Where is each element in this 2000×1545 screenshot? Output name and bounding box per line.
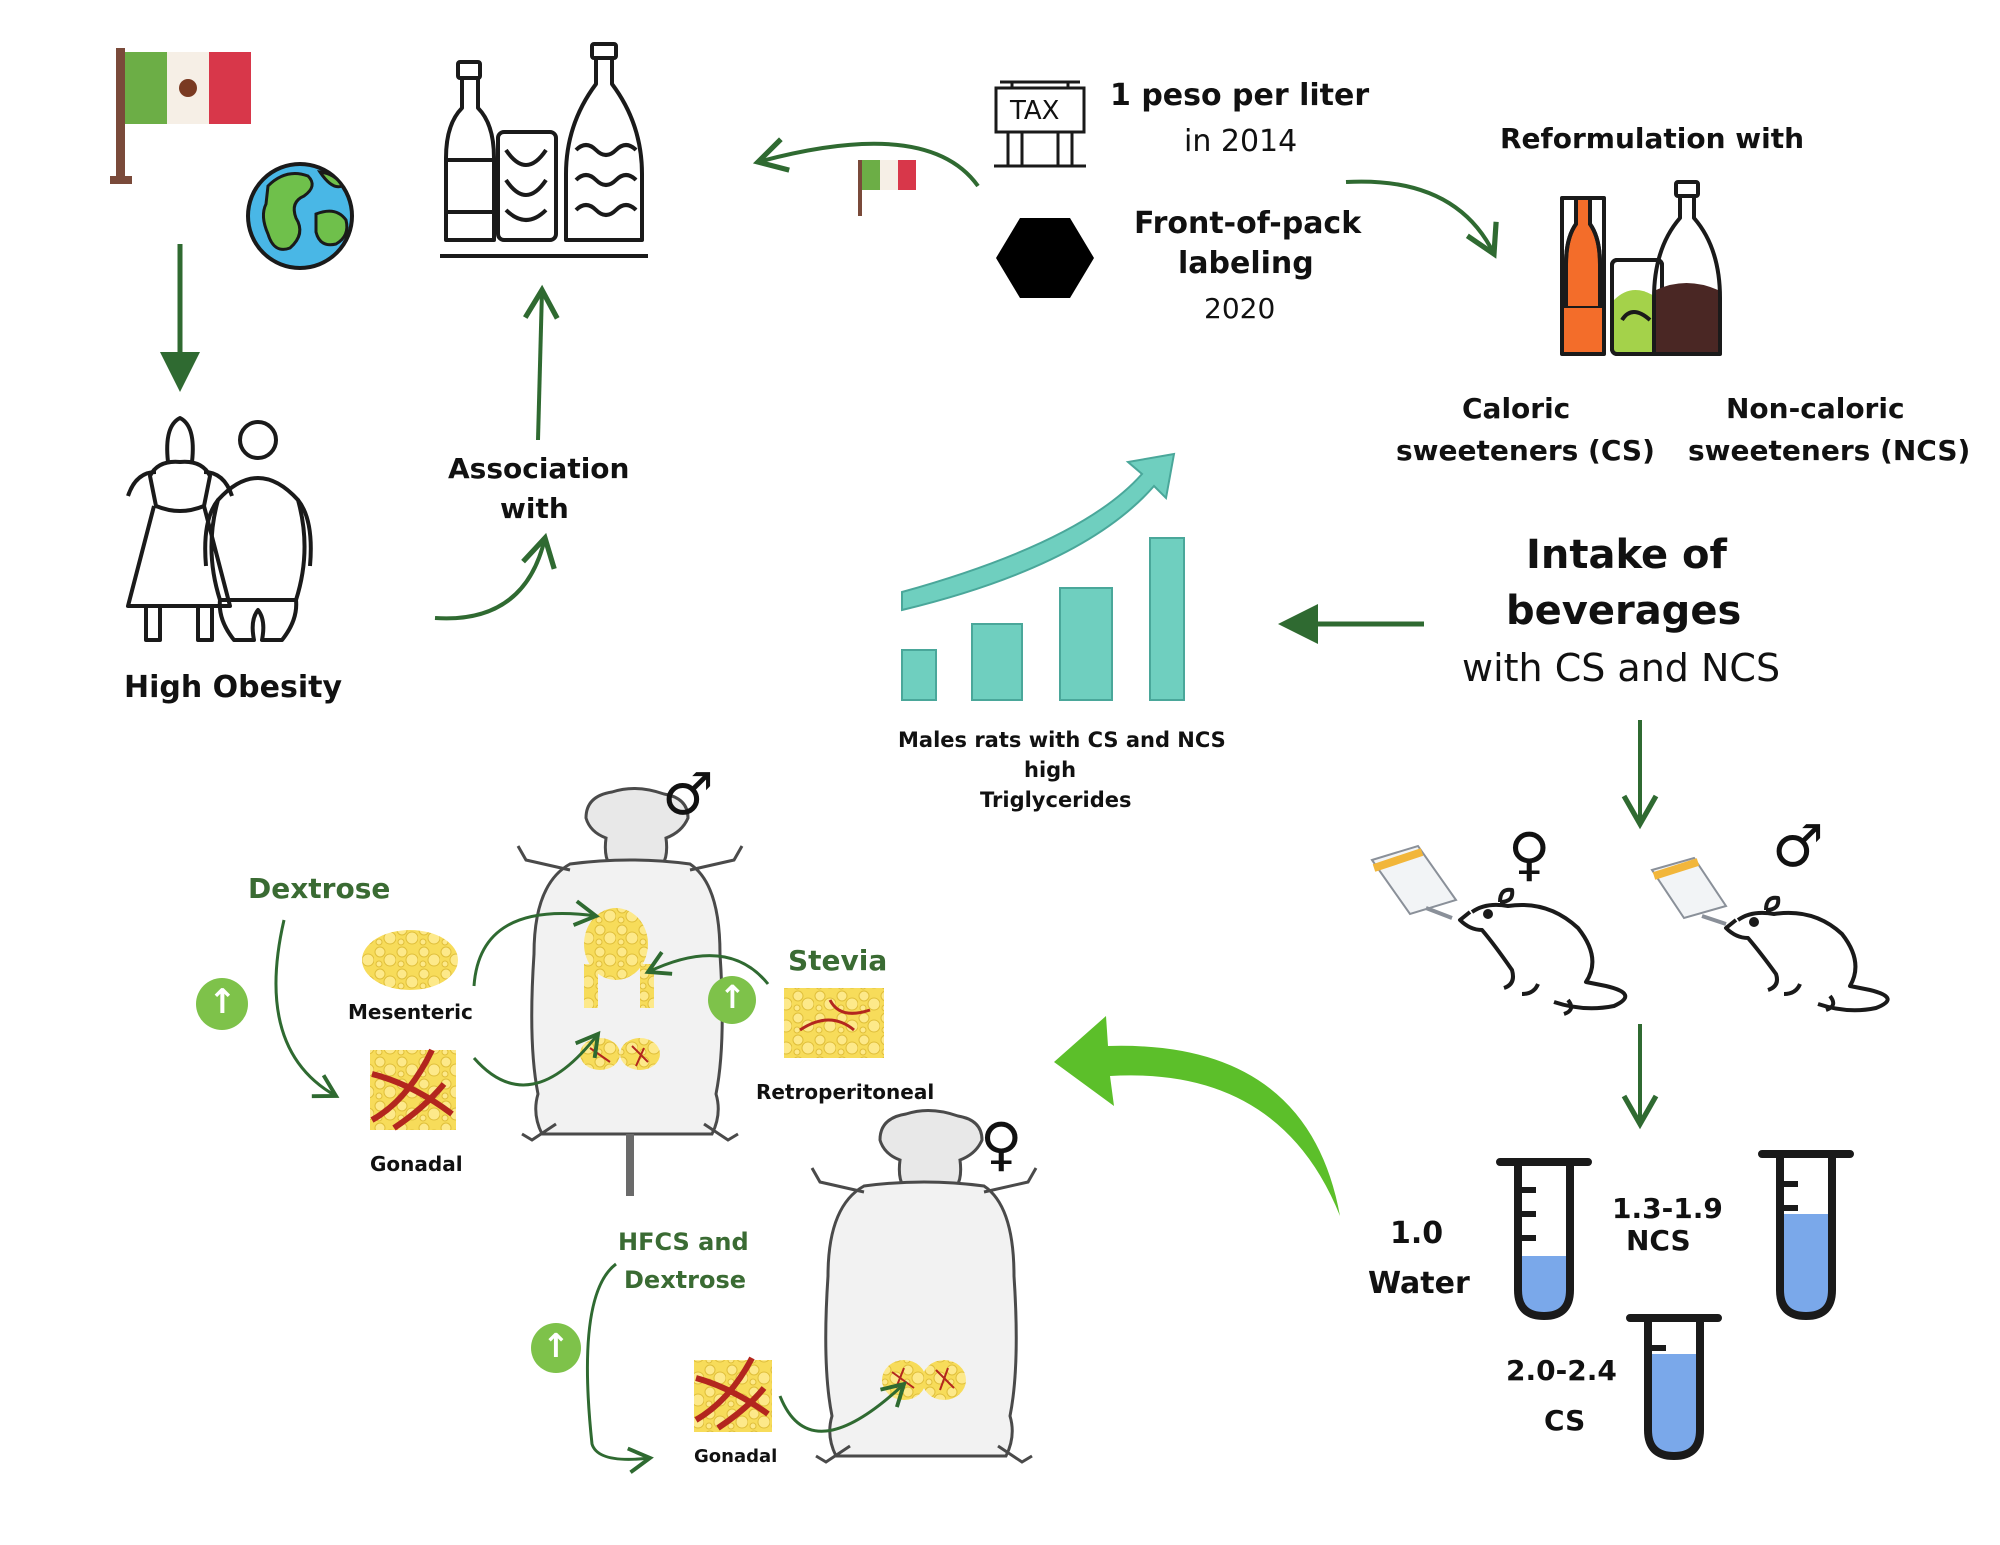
non-caloric-sweeteners-line1: Non-caloric bbox=[1726, 392, 1905, 425]
female-rat-icon bbox=[1458, 887, 1628, 1016]
cs-tube-icon bbox=[1626, 1314, 1722, 1461]
up-arrow-dextrose: ↑ bbox=[208, 982, 237, 1022]
obese-couple-icon bbox=[126, 416, 313, 642]
male-rat-bottle-icon bbox=[1650, 856, 1728, 926]
caloric-sweeteners-line2: sweeteners (CS) bbox=[1396, 434, 1655, 467]
arrow-dextrose-to-gonadal bbox=[274, 919, 340, 1099]
arrow-mesenteric-to-rat bbox=[472, 899, 600, 987]
association-line2: with bbox=[500, 492, 569, 525]
arrow-female-gonadal-to-rat bbox=[778, 1381, 907, 1433]
reformulated-drinks-icon bbox=[1560, 180, 1722, 356]
increase-icon-stevia bbox=[708, 976, 756, 1024]
globe-icon bbox=[246, 162, 354, 270]
water-value-label: 1.0 bbox=[1390, 1216, 1444, 1251]
male-symbol-top: ♂ bbox=[1772, 812, 1824, 880]
mesenteric-fat-tissue-icon bbox=[362, 930, 458, 990]
female-gonadal-label: Gonadal bbox=[694, 1446, 778, 1467]
reformulation-title: Reformulation with bbox=[1500, 122, 1805, 155]
intake-line1: Intake of bbox=[1526, 532, 1727, 578]
hfcs-label-line2: Dextrose bbox=[624, 1266, 747, 1294]
arrow-policy-to-drinks bbox=[752, 137, 980, 188]
retroperitoneal-fat-tissue-icon bbox=[784, 988, 884, 1058]
water-tube-icon bbox=[1496, 1158, 1592, 1321]
intake-line2: beverages bbox=[1506, 588, 1742, 634]
hfcs-label-line1: HFCS and bbox=[618, 1228, 749, 1256]
arrow-results-big bbox=[1054, 1016, 1340, 1216]
stevia-label: Stevia bbox=[788, 944, 888, 977]
mesenteric-label: Mesenteric bbox=[348, 1000, 473, 1024]
arrow-gonadal-to-rat bbox=[472, 1030, 601, 1087]
female-symbol-anatomy: ♀ bbox=[980, 1110, 1023, 1178]
arrow-to-reformulation bbox=[1345, 179, 1499, 259]
male-gonadal-fat-tissue-icon bbox=[370, 1048, 456, 1131]
arrow-association-to-drinks bbox=[523, 284, 560, 441]
males-result-line2: high bbox=[1024, 758, 1077, 782]
cs-group-label: CS bbox=[1544, 1404, 1586, 1437]
up-arrow-stevia: ↑ bbox=[719, 978, 746, 1016]
males-result-line3: Triglycerides bbox=[980, 788, 1132, 812]
association-line1: Association bbox=[448, 452, 630, 485]
ncs-tube-icon bbox=[1758, 1150, 1854, 1321]
male-symbol-anatomy: ♂ bbox=[662, 760, 714, 828]
female-rat-anatomy-icon bbox=[810, 1109, 1038, 1464]
mexico-flag-icon bbox=[110, 48, 251, 184]
tax-sign-icon bbox=[994, 80, 1086, 168]
retroperitoneal-label: Retroperitoneal bbox=[756, 1080, 935, 1104]
increase-icon-hfcs bbox=[531, 1323, 581, 1373]
front-of-pack-hexagon-icon bbox=[996, 218, 1094, 298]
female-gonadal-fat-tissue-icon bbox=[694, 1356, 772, 1432]
tax-year-label: in 2014 bbox=[1184, 124, 1298, 159]
female-rat-bottle-icon bbox=[1370, 844, 1458, 920]
triglycerides-bar-chart-icon bbox=[901, 452, 1185, 701]
male-rat-anatomy-icon bbox=[516, 787, 744, 1196]
tax-sign-label: TAX bbox=[1010, 96, 1060, 126]
up-arrow-hfcs: ↑ bbox=[542, 1326, 570, 1365]
water-group-label: Water bbox=[1368, 1266, 1470, 1301]
male-fat-depots bbox=[580, 908, 660, 1070]
ncs-group-label: NCS bbox=[1626, 1224, 1691, 1257]
arrow-obesity-to-association bbox=[434, 532, 557, 621]
sugary-drinks-icon bbox=[440, 42, 648, 258]
arrow-hfcs-to-gonadal bbox=[585, 1262, 654, 1474]
male-rat-icon bbox=[1724, 895, 1890, 1013]
front-of-pack-line2: labeling bbox=[1178, 246, 1314, 281]
high-obesity-label: High Obesity bbox=[124, 670, 343, 705]
caloric-sweeteners-line1: Caloric bbox=[1462, 392, 1571, 425]
tax-amount-label: 1 peso per liter bbox=[1110, 78, 1370, 113]
non-caloric-sweeteners-line2: sweeteners (NCS) bbox=[1688, 434, 1971, 467]
intake-line3: with CS and NCS bbox=[1462, 646, 1781, 690]
males-result-line1: Males rats with CS and NCS bbox=[898, 728, 1226, 752]
front-of-pack-year: 2020 bbox=[1204, 292, 1276, 325]
small-mexico-flag-icon bbox=[858, 160, 916, 216]
arrow-stevia-to-rat bbox=[644, 951, 770, 985]
increase-icon-dextrose bbox=[196, 978, 248, 1030]
ncs-value-label: 1.3-1.9 bbox=[1612, 1192, 1723, 1225]
female-symbol-top: ♀ bbox=[1508, 820, 1551, 888]
male-gonadal-label: Gonadal bbox=[370, 1152, 463, 1176]
front-of-pack-line1: Front-of-pack bbox=[1134, 206, 1362, 241]
dextrose-label: Dextrose bbox=[248, 872, 391, 905]
cs-value-label: 2.0-2.4 bbox=[1506, 1354, 1617, 1387]
